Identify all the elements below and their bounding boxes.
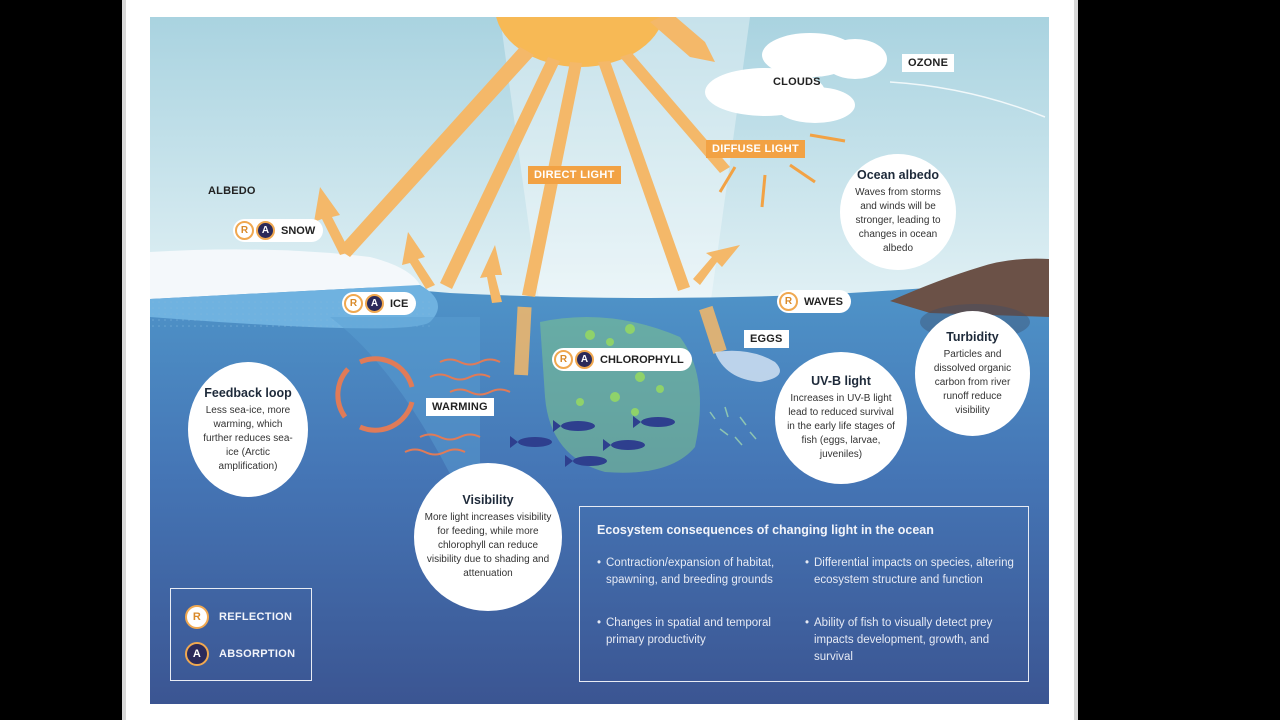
turbidity-body: Particles and dissolved organic carbon f… [933, 348, 1012, 416]
uvb-body: Increases in UV-B light lead to reduced … [787, 393, 895, 460]
eggs-label: EGGS [744, 330, 789, 348]
ocean-albedo-body: Waves from storms and winds will be stro… [855, 187, 941, 254]
ocean-albedo-bubble: Ocean albedo Waves from storms and winds… [840, 154, 956, 270]
visibility-body: More light increases visibility for feed… [424, 512, 552, 579]
uvb-title: UV-B light [811, 374, 871, 388]
ocean-light-diagram: ALBEDO OZONE CLOUDS DIFFUSE LIGHT DIRECT… [150, 17, 1049, 704]
ecosystem-item: Changes in spatial and temporal primary … [597, 615, 806, 649]
chlorophyll-badge: R A CHLOROPHYLL [552, 348, 692, 371]
reflection-chip: R [554, 350, 573, 369]
feedback-loop-body: Less sea-ice, more warming, which furthe… [203, 404, 293, 472]
sun [496, 17, 664, 67]
direct-light-label: DIRECT LIGHT [528, 166, 621, 184]
warming-label: WARMING [426, 398, 494, 416]
absorption-chip: A [575, 350, 594, 369]
absorption-chip: A [256, 221, 275, 240]
chlorophyll-label: CHLOROPHYLL [600, 353, 684, 366]
fish-school [510, 416, 675, 467]
ecosystem-item: Contraction/expansion of habitat, spawni… [597, 555, 806, 589]
feedback-loop-bubble: Feedback loop Less sea-ice, more warming… [188, 362, 308, 497]
clouds [705, 33, 887, 123]
feedback-loop-title: Feedback loop [204, 385, 292, 400]
absorption-chip: A [185, 642, 209, 666]
warming-waves [404, 358, 511, 456]
ecosystem-item: Differential impacts on species, alterin… [805, 555, 1014, 589]
turbidity-bubble: Turbidity Particles and dissolved organi… [915, 311, 1030, 436]
eggs-cluster [715, 350, 780, 382]
visibility-title: Visibility [462, 493, 514, 507]
visibility-bubble: Visibility More light increases visibili… [414, 463, 562, 611]
legend-absorption-label: ABSORPTION [219, 648, 296, 660]
albedo-label: ALBEDO [208, 185, 256, 197]
waves-badge: R WAVES [777, 290, 851, 313]
absorption-chip: A [365, 294, 384, 313]
ice-label: ICE [390, 297, 409, 310]
diffuse-light-label: DIFFUSE LIGHT [706, 140, 806, 158]
ice-badge: R A ICE [342, 292, 417, 315]
legend-absorption: A ABSORPTION [185, 642, 295, 666]
reflection-chip: R [779, 292, 798, 311]
snow-badge: R A SNOW [233, 219, 324, 242]
feedback-loop-arrows [335, 356, 415, 433]
larvae [709, 406, 757, 446]
reflection-chip: R [344, 294, 363, 313]
diffuse-arrows [718, 133, 846, 208]
legend-reflection-label: REFLECTION [219, 611, 293, 623]
frame-border-right [1074, 0, 1078, 720]
ecosystem-consequences-box: Ecosystem consequences of changing light… [579, 506, 1029, 682]
legend-reflection: R REFLECTION [185, 605, 292, 629]
ecosystem-heading: Ecosystem consequences of changing light… [597, 523, 934, 537]
clouds-label: CLOUDS [773, 76, 821, 88]
legend: R REFLECTION A ABSORPTION [170, 588, 312, 681]
ocean-albedo-title: Ocean albedo [857, 168, 939, 182]
rocky-shore [890, 258, 1049, 317]
frame-border-left [122, 0, 126, 720]
sea-ice [150, 249, 420, 299]
reflection-arrows [314, 187, 740, 303]
reflection-chip: R [185, 605, 209, 629]
ecosystem-item: Ability of fish to visually detect prey … [805, 615, 1014, 666]
turbidity-title: Turbidity [946, 329, 999, 344]
underwater-rays [514, 305, 727, 376]
waves-label: WAVES [804, 295, 843, 308]
reflection-chip: R [235, 221, 254, 240]
uvb-bubble: UV-B light Increases in UV-B light lead … [775, 352, 907, 484]
ozone-label: OZONE [902, 54, 955, 72]
light-cone [500, 17, 750, 307]
snow-label: SNOW [281, 224, 316, 237]
